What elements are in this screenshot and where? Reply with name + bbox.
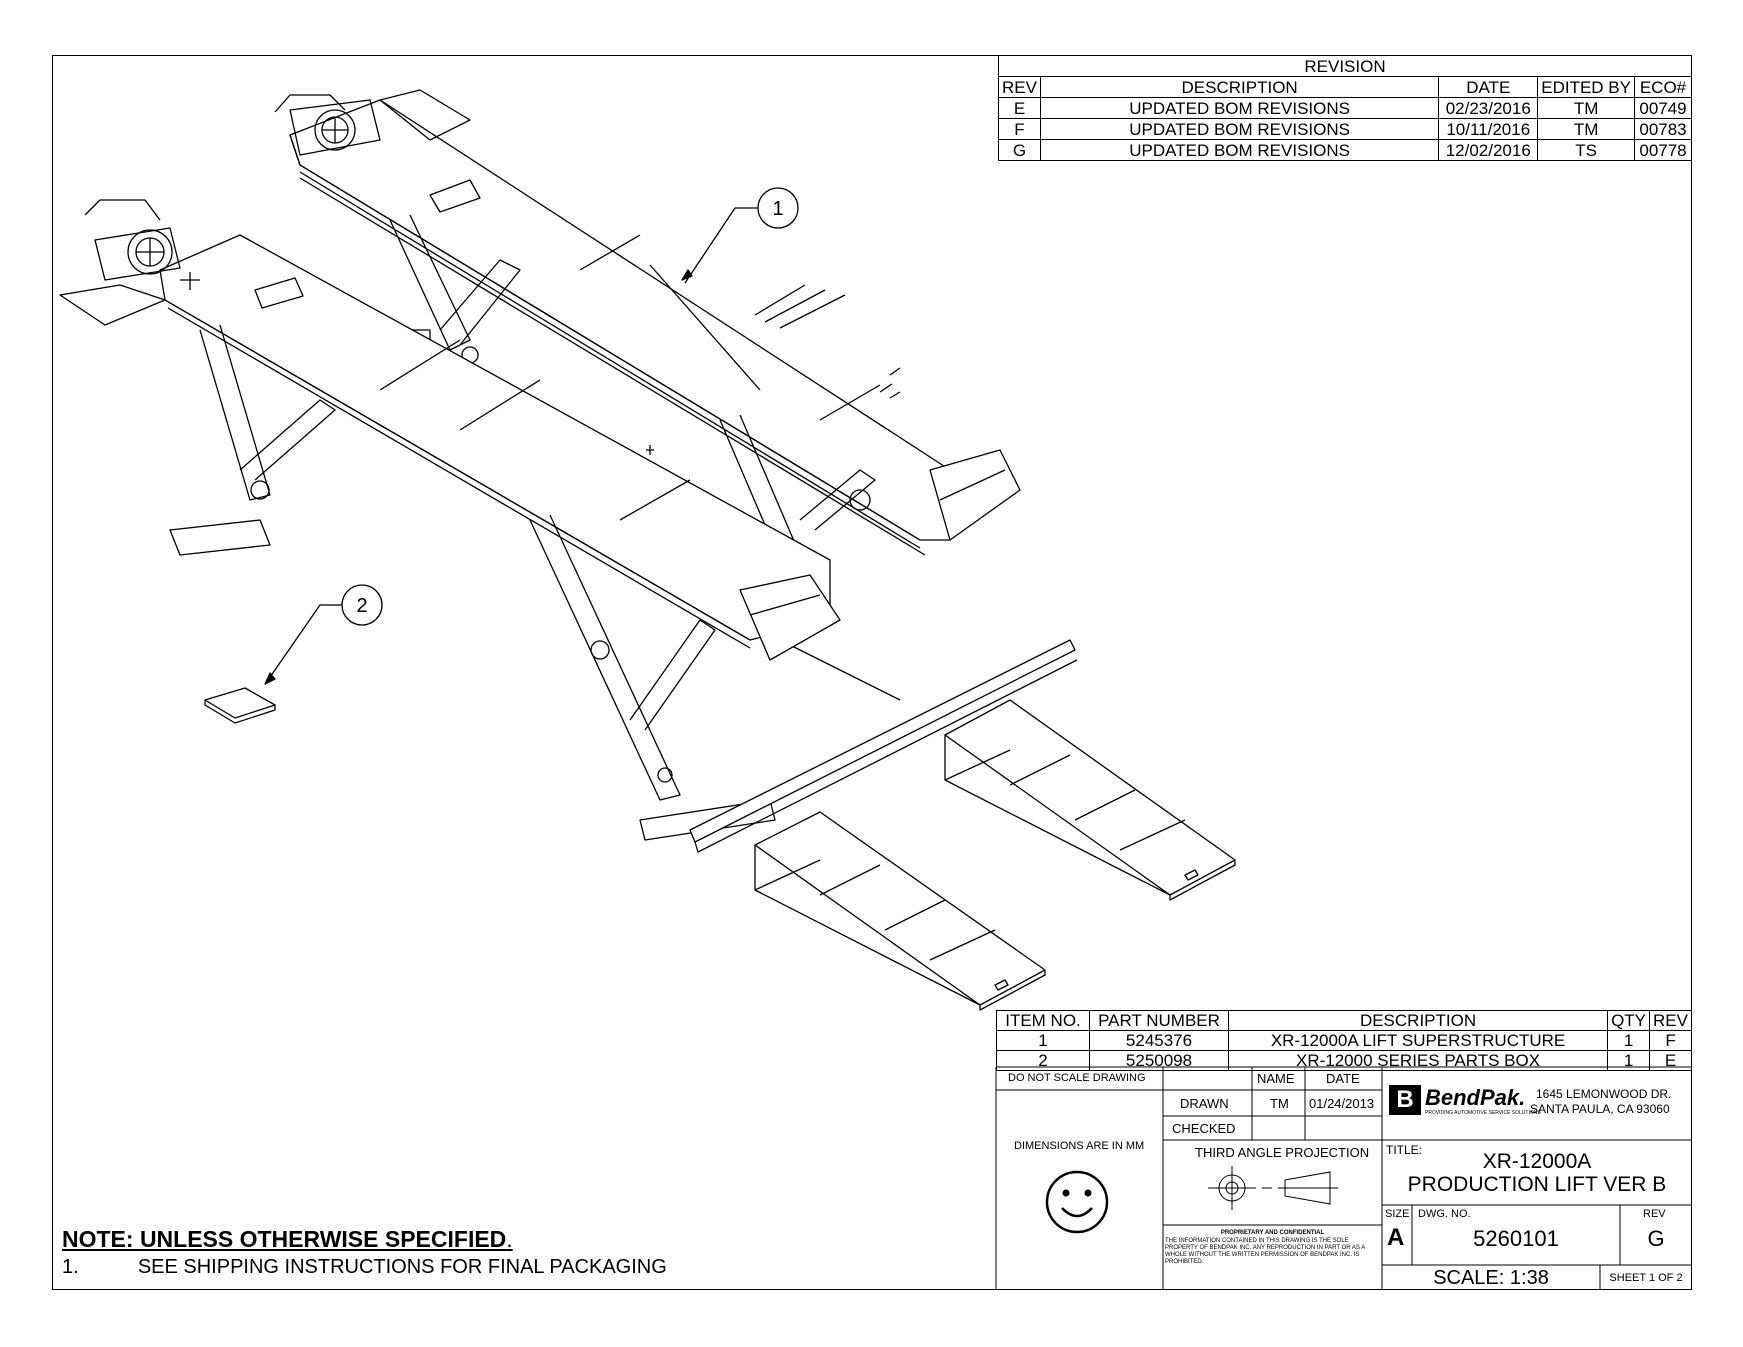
revision-cell: 12/02/2016 [1438, 139, 1539, 161]
bom-row: 2 5250098 XR-12000 SERIES PARTS BOX 1 E [996, 1050, 1692, 1071]
runway-front [59, 199, 841, 661]
proprietary-text: THE INFORMATION CONTAINED IN THIS DRAWIN… [1165, 1238, 1365, 1265]
smiley-icon [1045, 1170, 1109, 1234]
bendpak-logo-icon: B [1389, 1085, 1421, 1115]
note-text: SEE SHIPPING INSTRUCTIONS FOR FINAL PACK… [137, 1256, 667, 1278]
revision-row: G UPDATED BOM REVISIONS 12/02/2016 TS 00… [998, 139, 1692, 161]
balloon-2 [341, 584, 383, 626]
revision-row: E UPDATED BOM REVISIONS 02/23/2016 TM 00… [998, 97, 1692, 119]
title-label: TITLE: [1386, 1143, 1423, 1157]
dwg-no-label: DWG. NO. [1418, 1208, 1471, 1220]
size-label: SIZE [1385, 1208, 1410, 1220]
runway-rear [274, 89, 1021, 556]
balloon-2-label: 2 [356, 595, 367, 617]
approach-ramp-left [754, 811, 1046, 1011]
note-number: 1. [62, 1256, 79, 1278]
name-header: NAME [1257, 1071, 1295, 1086]
revision-cell: UPDATED BOM REVISIONS [1039, 118, 1440, 140]
leader-line-2 [267, 604, 342, 681]
bom-header-row: ITEM NO. PART NUMBER DESCRIPTION QTY REV [996, 1010, 1692, 1031]
revision-header-row: REV DESCRIPTION DATE EDITED BY ECO# [998, 76, 1692, 98]
do-not-scale-label: DO NOT SCALE DRAWING [1008, 1072, 1146, 1084]
bom-header-description: DESCRIPTION [1227, 1010, 1609, 1031]
checked-label: CHECKED [1172, 1121, 1236, 1136]
rev-label: REV [1643, 1208, 1666, 1220]
revision-cell: TS [1537, 139, 1635, 161]
company-tagline: PROVIDING AUTOMOTIVE SERVICE SOLUTIONS [1425, 1110, 1541, 1116]
drawing-border [52, 55, 1692, 1290]
title-line-1: XR-12000A [1482, 1150, 1592, 1173]
company-logo: BendPak. [1425, 1085, 1526, 1110]
rev-value: G [1647, 1226, 1665, 1251]
revision-cell: 10/11/2016 [1438, 118, 1539, 140]
revision-cell: 00749 [1634, 97, 1692, 119]
bom-cell: E [1649, 1050, 1692, 1071]
dimensions-label: DIMENSIONS ARE IN MM [1014, 1140, 1145, 1152]
size-value: A [1387, 1224, 1405, 1251]
revision-cell: 00778 [1634, 139, 1692, 161]
balloon-1 [757, 187, 799, 229]
leader-line-1 [684, 207, 758, 284]
sheet-label: SHEET 1 OF 2 [1609, 1272, 1683, 1284]
revision-header-edited-by: EDITED BY [1537, 76, 1635, 98]
revision-header-date: DATE [1438, 76, 1539, 98]
bom-header-part-number: PART NUMBER [1089, 1010, 1229, 1031]
scale-label: SCALE: 1:38 [1433, 1267, 1549, 1289]
balloon-1-label: 1 [772, 198, 783, 220]
revision-table: REVISION REV DESCRIPTION DATE EDITED BY … [998, 55, 1692, 161]
proprietary-heading: PROPRIETARY AND CONFIDENTIAL [1220, 1230, 1325, 1236]
revision-cell: UPDATED BOM REVISIONS [1039, 139, 1440, 161]
approach-ramp-right [944, 699, 1236, 901]
projection-label: THIRD ANGLE PROJECTION [1195, 1145, 1370, 1160]
revision-title: REVISION [998, 55, 1692, 77]
address-line-2: SANTA PAULA, CA 93060 [1530, 1102, 1670, 1116]
note-item: 1. SEE SHIPPING INSTRUCTIONS FOR FINAL P… [62, 1256, 667, 1279]
revision-header-rev: REV [998, 76, 1041, 98]
date-header: DATE [1326, 1071, 1360, 1086]
hardware [646, 284, 901, 455]
bom-table: ITEM NO. PART NUMBER DESCRIPTION QTY REV… [996, 1010, 1692, 1071]
scissor-front [169, 324, 776, 841]
drawn-date: 01/24/2013 [1309, 1096, 1375, 1111]
title-line-2: PRODUCTION LIFT VER B [1407, 1173, 1667, 1196]
dwg-no-value: 5260101 [1473, 1226, 1559, 1251]
drawn-name: TM [1270, 1096, 1289, 1111]
address-line-1: 1645 LEMONWOOD DR. [1536, 1087, 1672, 1101]
revision-row: F UPDATED BOM REVISIONS 10/11/2016 TM 00… [998, 118, 1692, 140]
bom-cell: XR-12000 SERIES PARTS BOX [1227, 1050, 1609, 1071]
notes-heading: NOTE: UNLESS OTHERWISE SPECIFIED. [62, 1226, 513, 1252]
bom-header-item-no: ITEM NO. [996, 1010, 1090, 1031]
base-rail [689, 639, 1078, 853]
drawn-label: DRAWN [1180, 1096, 1229, 1111]
